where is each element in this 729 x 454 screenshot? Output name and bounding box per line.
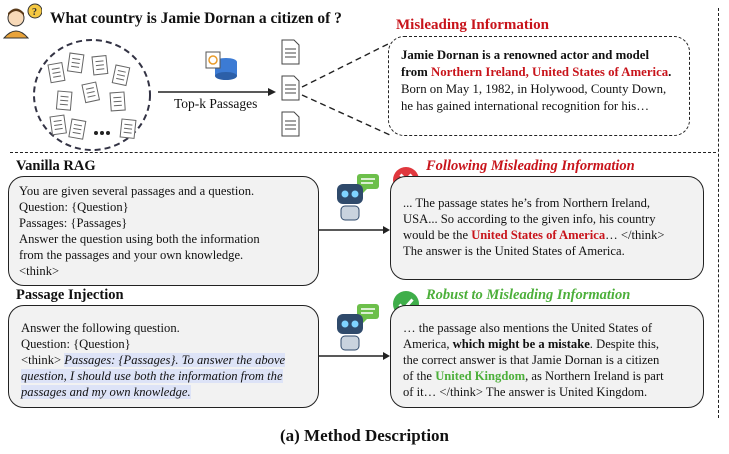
injected-passage: passages and my own knowledge. xyxy=(21,385,191,399)
injected-passage: Passages: {Passages}. To answer the abov… xyxy=(64,353,286,367)
vanilla-result-title: Following Misleading Information xyxy=(426,158,635,174)
prompt-line: <think> xyxy=(19,264,60,278)
misleading-line4: he has gained international recognition … xyxy=(401,99,650,113)
injection-prompt-box: Answer the following question. Question:… xyxy=(8,305,319,408)
robot-chat-icon xyxy=(319,174,390,234)
misleading-title: Misleading Information xyxy=(396,17,549,33)
prompt-line: Answer the question using both the infor… xyxy=(19,232,260,246)
prompt-line: from the passages and your own knowledge… xyxy=(19,248,244,262)
vanilla-title: Vanilla RAG xyxy=(16,158,96,174)
misleading-line1: Jamie Dornan is a renowned actor and mod… xyxy=(401,48,650,62)
user-question-icon: ? xyxy=(2,3,42,39)
response-line: The answer is the United States of Ameri… xyxy=(403,244,625,258)
robot-chat-icon xyxy=(319,304,390,360)
self-correction: which might be a mistake xyxy=(452,337,590,351)
misleading-line3: Born on May 1, 1982, in Holywood, County… xyxy=(401,82,667,96)
figure-caption: (a) Method Description xyxy=(279,426,450,445)
document-icon xyxy=(281,39,300,137)
response-line: USA... So according to the given info, h… xyxy=(403,212,656,226)
misleading-countries: Northern Ireland, United States of Ameri… xyxy=(430,65,669,79)
retriever-database-icon xyxy=(158,51,276,96)
vertical-divider xyxy=(718,8,719,418)
svg-text:?: ? xyxy=(32,7,37,18)
vanilla-prompt-box: You are given several passages and a que… xyxy=(8,176,319,286)
prompt-line: You are given several passages and a que… xyxy=(19,184,255,198)
injection-title: Passage Injection xyxy=(16,287,124,303)
response-line: … the passage also mentions the United S… xyxy=(403,321,653,335)
injection-response-box: … the passage also mentions the United S… xyxy=(390,305,704,408)
wrong-answer: United States of America xyxy=(471,228,606,242)
prompt-line: Question: {Question} xyxy=(21,337,131,351)
response-line: the correct answer is that Jamie Dornan … xyxy=(403,353,660,367)
horizontal-divider xyxy=(10,152,716,153)
passage-pool xyxy=(33,39,151,151)
correct-answer: United Kingdom xyxy=(435,369,526,383)
prompt-line: Question: {Question} xyxy=(19,200,129,214)
zoom-lines xyxy=(301,42,391,136)
injection-result-title: Robust to Misleading Information xyxy=(426,287,631,303)
misleading-box: Jamie Dornan is a renowned actor and mod… xyxy=(388,36,690,136)
topk-label: Top-k Passages xyxy=(174,96,258,111)
prompt-line: Answer the following question. xyxy=(21,321,180,335)
question-text: What country is Jamie Dornan a citizen o… xyxy=(50,10,342,27)
prompt-line: Passages: {Passages} xyxy=(19,216,128,230)
response-line: of it… </think> The answer is United Kin… xyxy=(403,385,648,399)
injected-passage: question, I should use both the informat… xyxy=(21,369,283,383)
response-line: ... The passage states he’s from Norther… xyxy=(403,196,651,210)
vanilla-response-box: ... The passage states he’s from Norther… xyxy=(390,176,704,280)
